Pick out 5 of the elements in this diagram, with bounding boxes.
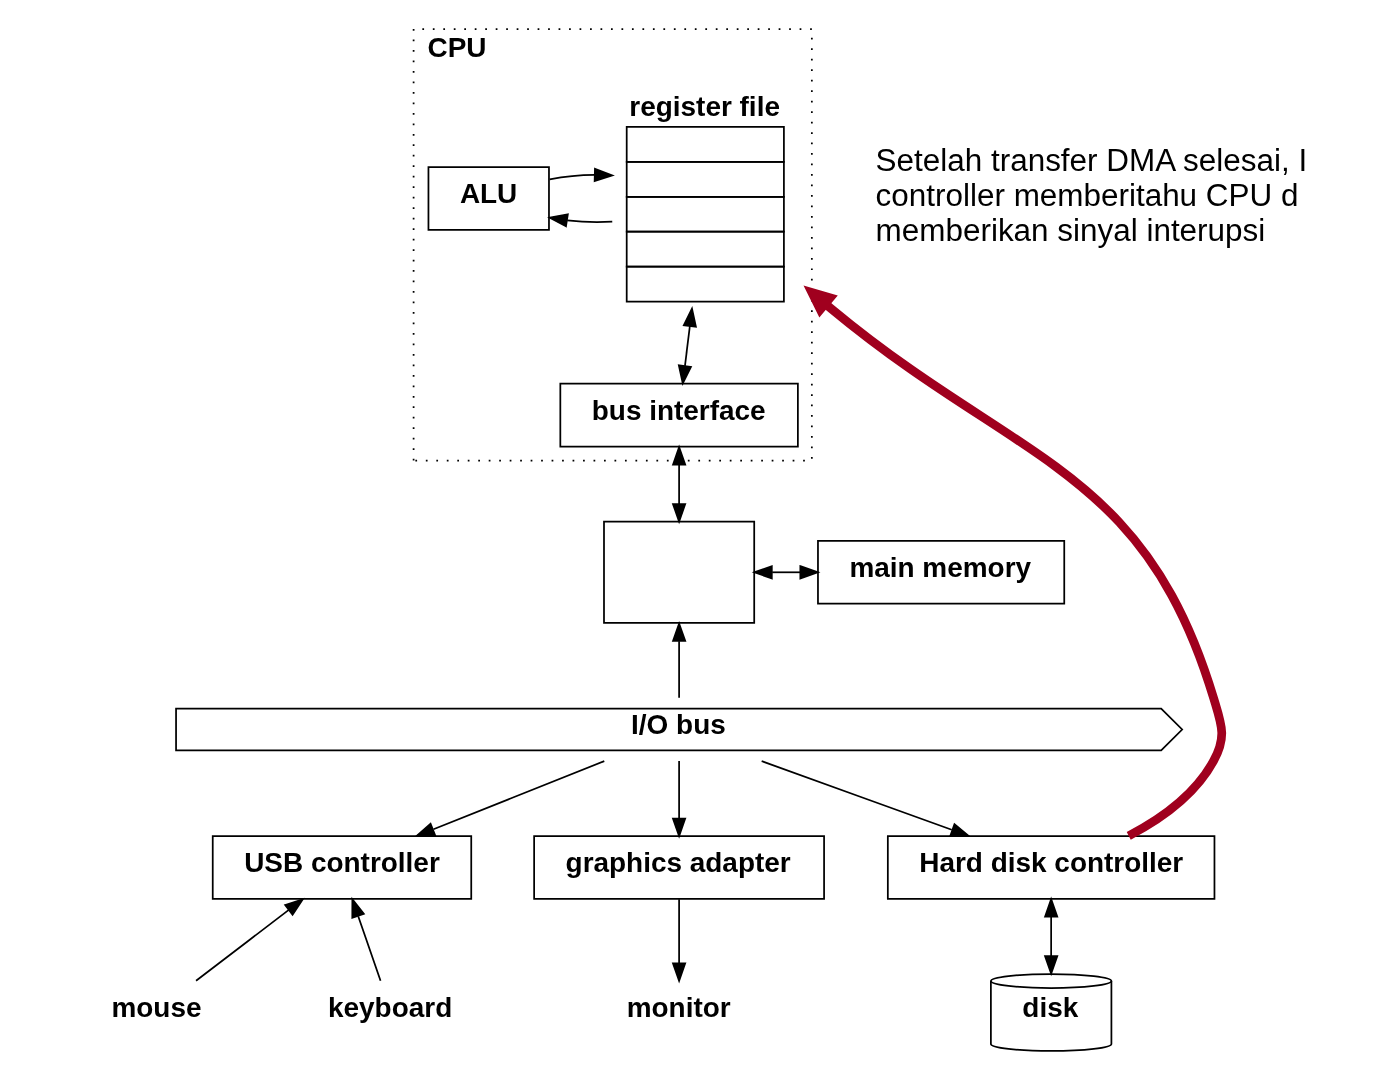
label: Setelah transfer DMA selesai, I controller memberitahu CPU d memberikan sinyal interupsi — [875, 143, 1307, 249]
node-text: mouse — [110, 992, 201, 1024]
node-text: keyboard — [327, 992, 452, 1024]
node-text: monitor — [626, 992, 731, 1024]
node-label: register file — [628, 91, 780, 123]
